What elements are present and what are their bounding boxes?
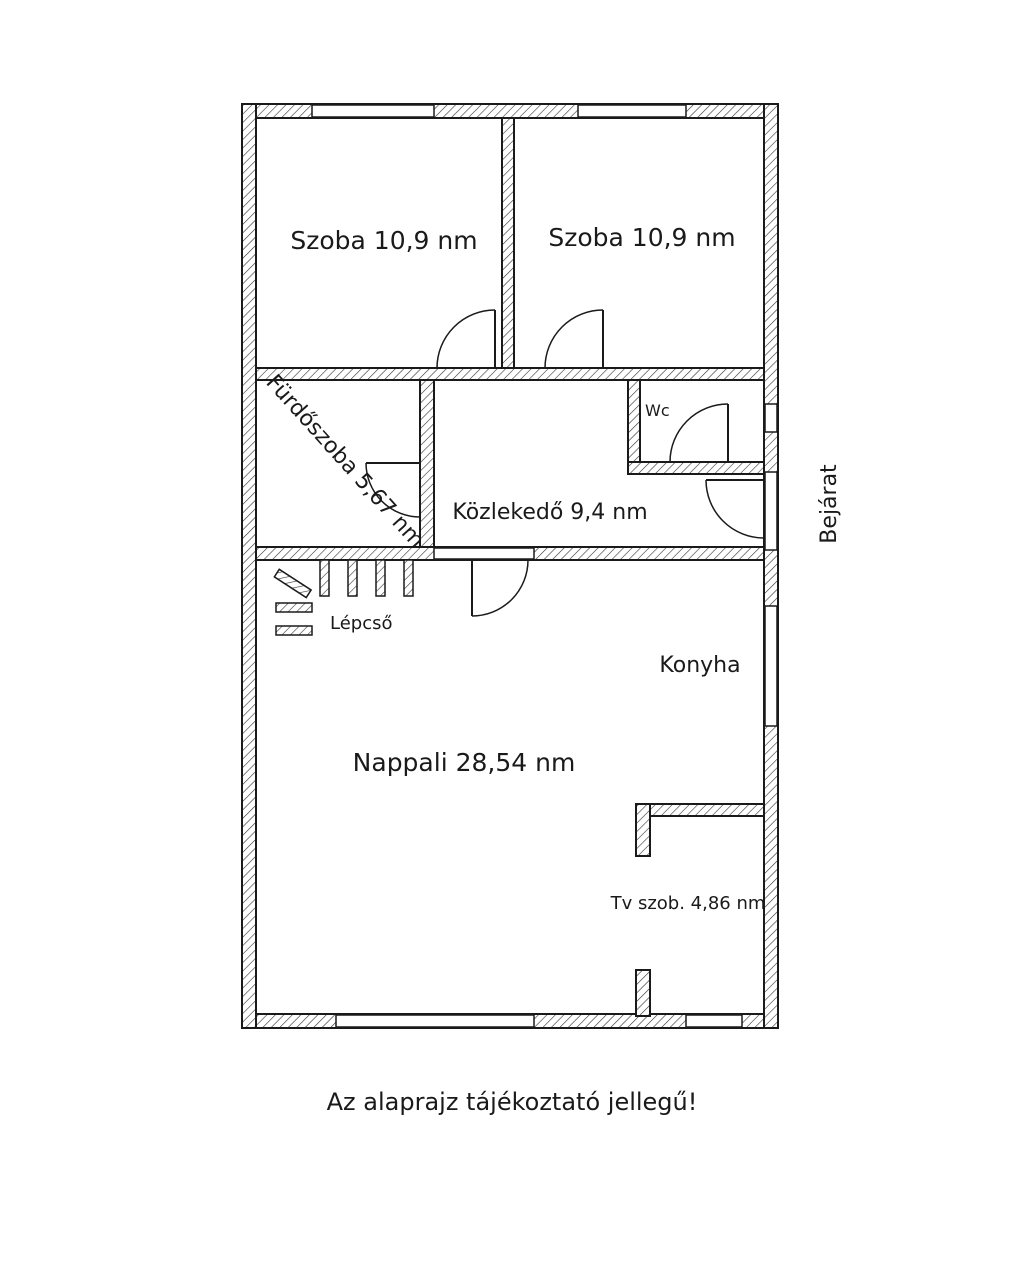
door-bathroom	[365, 462, 421, 518]
wall-tv-upper-stub	[635, 803, 651, 857]
door-hall-living	[471, 559, 529, 617]
window-top-2	[577, 104, 687, 118]
disclaimer-text: Az alaprajz tájékoztató jellegű!	[326, 1088, 698, 1116]
wall-between-bedrooms	[501, 117, 515, 371]
wall-right	[763, 103, 779, 1029]
door-bedroom-1	[436, 309, 496, 369]
wall-bath-hall	[419, 379, 435, 549]
door-wc	[669, 403, 729, 463]
windows	[311, 104, 778, 1028]
wall-wc-left	[627, 379, 641, 475]
stair-step	[273, 568, 313, 599]
window-right-kitchen	[764, 605, 778, 727]
bedroom-2-label: Szoba 10,9 nm	[548, 223, 735, 252]
wall-tv-top	[635, 803, 765, 817]
wall-left	[241, 103, 257, 1029]
door-entrance	[705, 479, 765, 539]
hallway-label: Közlekedő 9,4 nm	[452, 500, 647, 525]
living-room-label: Nappali 28,54 nm	[353, 748, 576, 777]
interior-walls	[255, 117, 765, 1017]
stair-step	[375, 559, 386, 597]
staircase	[273, 559, 414, 636]
wall-tv-lower-stub	[635, 969, 651, 1017]
wall-bedrooms-bottom	[255, 367, 765, 381]
entrance-opening	[764, 471, 778, 551]
stair-step	[275, 602, 313, 613]
window-bottom-2	[685, 1014, 743, 1028]
entrance-label: Bejárat	[817, 464, 842, 544]
wall-wc-bottom	[627, 461, 765, 475]
window-right-wc	[764, 403, 778, 433]
stairs-label: Lépcső	[330, 613, 393, 634]
kitchen-label: Konyha	[659, 653, 740, 678]
window-top-1	[311, 104, 435, 118]
stair-step	[403, 559, 414, 597]
bedroom-1-label: Szoba 10,9 nm	[290, 226, 477, 255]
stair-step	[275, 625, 313, 636]
opening-hall-bottom	[433, 547, 535, 560]
tv-room-label: Tv szob. 4,86 nm	[610, 893, 766, 914]
bathroom-label: Fürdőszoba 5,67 nm	[261, 370, 429, 553]
wc-label: Wc	[645, 401, 670, 420]
door-bedroom-2	[544, 309, 604, 369]
stair-step	[319, 559, 330, 597]
window-bottom-1	[335, 1014, 535, 1028]
doors	[365, 309, 765, 617]
stair-step	[347, 559, 358, 597]
